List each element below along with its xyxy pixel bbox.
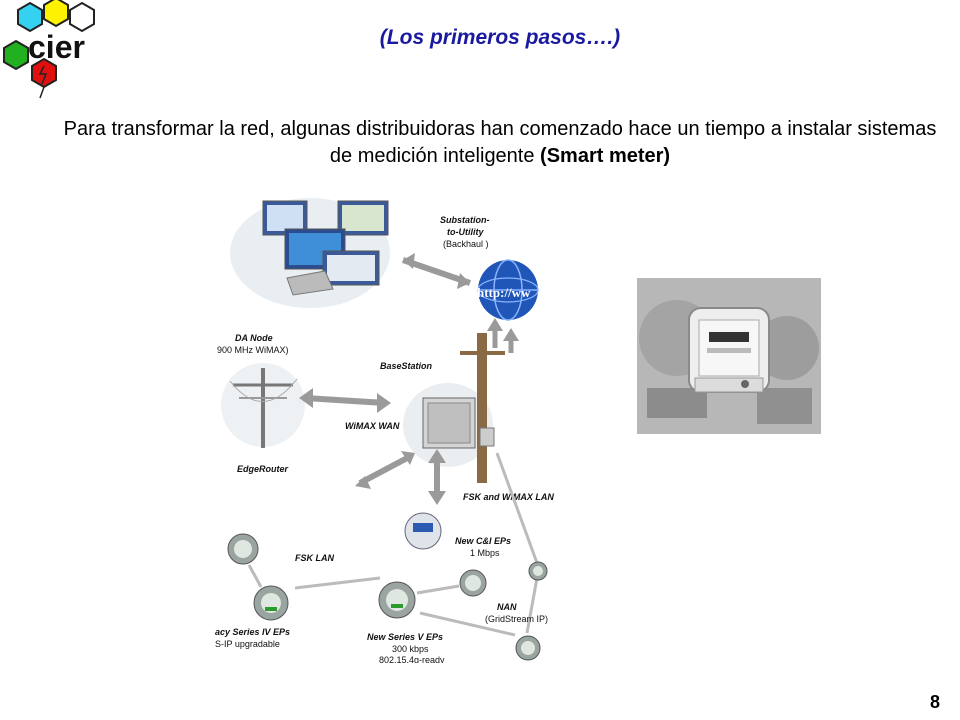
fsk-wimax-lan-label: FSK and WiMAX LAN: [463, 492, 554, 502]
new-series-meter-icon: [378, 561, 548, 661]
fsk-lan-label: FSK LAN: [295, 553, 334, 563]
fsk-link: [294, 576, 381, 590]
nan-arrow-right: [525, 577, 539, 634]
lead-text: Para transformar la red, algunas distrib…: [63, 118, 937, 167]
new-series-label-2: 300 kbps: [392, 644, 429, 654]
basestation-to-ci-arrow: [428, 449, 446, 505]
da-node-sub: 900 MHz WiMAX): [217, 345, 289, 355]
lead-paragraph: Para transformar la red, algunas distrib…: [60, 116, 940, 170]
smart-meter-photo: [637, 278, 821, 434]
substation-title-2: to-Utility: [447, 227, 484, 237]
lan-arrow-right: [495, 452, 539, 564]
wimax-wan-label: WiMAX WAN: [345, 421, 400, 431]
new-ci-label-1: New C&I EPs: [455, 536, 511, 546]
lead-emphasis: (Smart meter): [540, 145, 671, 167]
edgerouter-arrow: [355, 451, 415, 489]
substation-sub: (Backhaul ): [443, 239, 489, 249]
backhaul-arrow: [402, 253, 471, 289]
legacy-meter-icon: [227, 533, 289, 621]
basestation-icon: [403, 333, 505, 483]
legacy-link: [247, 564, 263, 588]
legacy-label-1: acy Series IV EPs: [215, 627, 290, 637]
da-node-label: DA Node: [235, 333, 273, 343]
ci-meter-icon: [404, 512, 442, 550]
nan-link-2: [419, 611, 516, 637]
pole-arrows: [487, 318, 519, 353]
da-to-basestation-arrow: [299, 388, 391, 413]
logo-text: cier: [28, 29, 85, 65]
globe-text: http://ww: [477, 285, 531, 300]
cier-logo: cier: [3, 0, 95, 99]
da-node-pole-icon: [221, 363, 305, 448]
substation-title-1: Substation-: [440, 215, 490, 225]
meter-device-icon: [688, 307, 770, 393]
workstation-monitors-icon: [262, 200, 389, 296]
legacy-label-2: S-IP upgradable: [215, 639, 280, 649]
edgerouter-label: EdgeRouter: [237, 464, 289, 474]
nan-label-2: (GridStream IP): [485, 614, 548, 624]
new-ci-label-2: 1 Mbps: [470, 548, 500, 558]
new-series-label-1: New Series V EPs: [367, 632, 443, 642]
basestation-label: BaseStation: [380, 361, 433, 371]
new-series-label-3: 802.15.4g-ready: [379, 655, 445, 663]
page-number: 8: [929, 692, 940, 712]
nan-label-1: NAN: [497, 602, 517, 612]
slide-subtitle: (Los primeros pasos….): [379, 26, 621, 49]
nan-link-1: [416, 584, 460, 595]
smart-meter-network-diagram: http://ww Substation- to-Utility (Backha…: [215, 198, 554, 663]
internet-globe-icon: http://ww: [477, 259, 539, 321]
